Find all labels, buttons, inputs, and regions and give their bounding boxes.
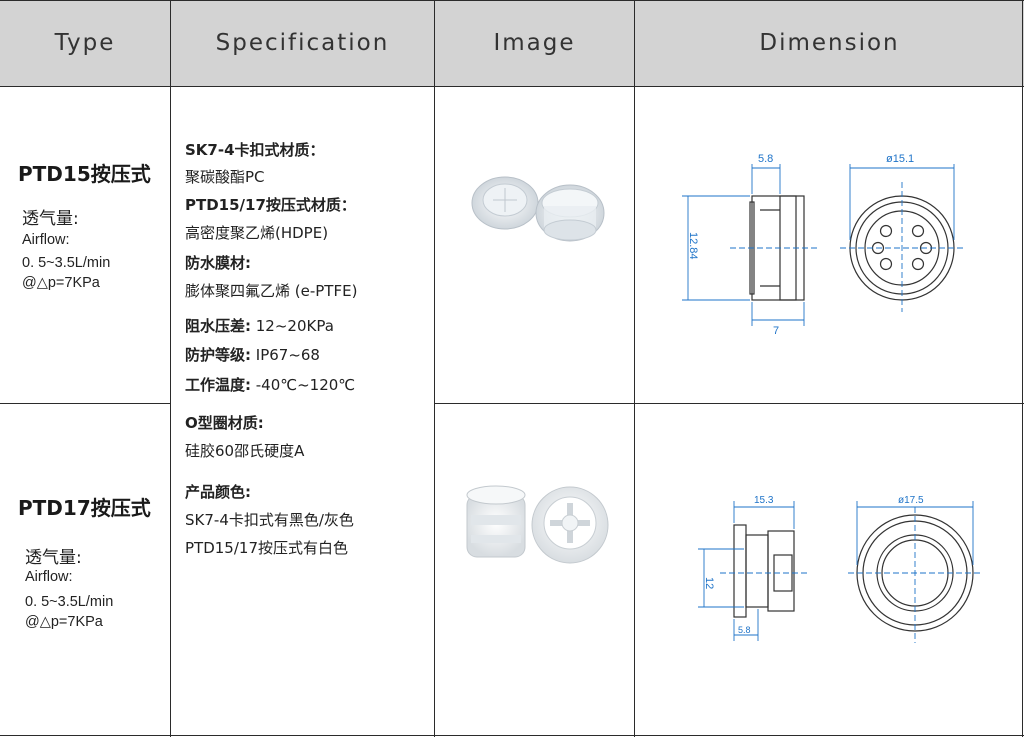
row-divider xyxy=(0,403,170,404)
dimension-drawing-ptd17: 15.3 ø17.5 12 5.8 xyxy=(698,495,982,643)
spec-ptd-value: 高密度聚乙烯(HDPE) xyxy=(185,224,329,242)
header-image: Image xyxy=(435,0,634,86)
row-divider xyxy=(0,86,1024,87)
spec-membrane-value: 膨体聚四氟乙烯 (e-PTFE) xyxy=(185,282,358,300)
airflow-label-en: Airflow: xyxy=(22,232,70,248)
airflow-range: 0. 5~3.5L/min xyxy=(25,594,114,610)
spec-color-value-2: PTD15/17按压式有白色 xyxy=(185,539,348,557)
airflow-label-en: Airflow: xyxy=(25,569,73,585)
dim-length: 7 xyxy=(773,325,779,337)
header-dimension: Dimension xyxy=(635,0,1024,86)
dim-width: 5.8 xyxy=(758,153,773,165)
product-photo-ptd15 xyxy=(471,176,605,242)
column-divider xyxy=(434,0,435,737)
test-pressure: @△p=7KPa xyxy=(25,614,103,630)
header-type: Type xyxy=(0,0,170,86)
dim-length: 5.8 xyxy=(738,625,751,635)
column-divider xyxy=(1022,0,1023,737)
spec-temperature: 工作温度: -40℃~120℃ xyxy=(185,376,356,394)
spec-ptd-label: PTD15/17按压式材质： xyxy=(185,196,356,214)
dim-height: 12.84 xyxy=(687,232,699,260)
header-specification: Specification xyxy=(171,0,434,86)
product-photo-ptd17 xyxy=(466,485,609,564)
spec-sk-label: SK7-4卡扣式材质： xyxy=(185,141,325,159)
spec-color-label: 产品颜色: xyxy=(185,483,251,501)
dim-diameter: ø17.5 xyxy=(898,495,924,506)
airflow-label-cn: 透气量: xyxy=(22,209,79,229)
product-name: PTD17按压式 xyxy=(18,496,151,520)
row-divider xyxy=(0,735,1024,736)
spec-ip-rating: 防护等级: IP67~68 xyxy=(185,346,320,364)
dim-height: 12 xyxy=(703,577,715,589)
dim-diameter: ø15.1 xyxy=(886,153,914,165)
column-divider xyxy=(634,0,635,737)
spec-membrane-label: 防水膜材: xyxy=(185,254,251,272)
spec-water-pressure: 阻水压差: 12~20KPa xyxy=(185,317,334,335)
test-pressure: @△p=7KPa xyxy=(22,275,100,291)
spec-oring-label: O型圈材质: xyxy=(185,414,264,432)
spec-sk-value: 聚碳酸酯PC xyxy=(185,168,265,186)
dimension-drawing-ptd15: 5.8 ø15.1 12.84 7 xyxy=(682,153,966,337)
row-divider xyxy=(434,403,1024,404)
airflow-range: 0. 5~3.5L/min xyxy=(22,255,111,271)
dim-width: 15.3 xyxy=(754,495,774,506)
spec-oring-value: 硅胶60邵氏硬度A xyxy=(185,442,305,460)
column-divider xyxy=(170,0,171,737)
product-name: PTD15按压式 xyxy=(18,162,151,186)
airflow-label-cn: 透气量: xyxy=(25,548,82,568)
spec-color-value-1: SK7-4卡扣式有黑色/灰色 xyxy=(185,511,354,529)
row-divider xyxy=(0,0,1024,1)
